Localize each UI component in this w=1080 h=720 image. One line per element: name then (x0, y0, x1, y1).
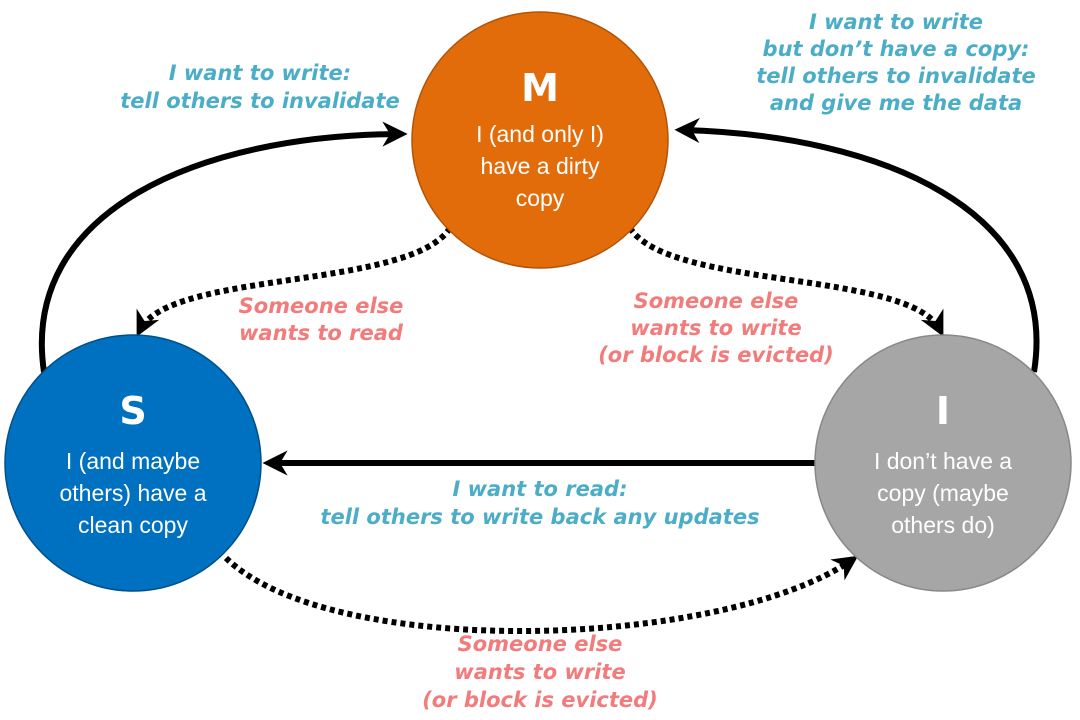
label-m-to-i-line-1: Someone else (634, 289, 799, 313)
label-m-to-i-line-2: wants to write (630, 316, 801, 340)
label-m-to-s-line-1: Someone else (239, 294, 404, 318)
label-s-to-m-line-2: tell others to invalidate (120, 89, 399, 113)
label-i-to-m-line-1: I want to write (809, 10, 983, 34)
state-m: M I (and only I) have a dirty copy (411, 11, 669, 269)
state-i-desc-line-2: copy (maybe (877, 480, 1009, 506)
state-s-desc-line-1: I (and maybe (66, 448, 200, 474)
state-s-desc-line-3: clean copy (78, 512, 188, 538)
label-m-to-s-line-2: wants to read (239, 321, 404, 345)
state-s-letter: S (119, 389, 146, 433)
state-i-letter: I (936, 389, 950, 433)
label-s-to-m-line-1: I want to write: (169, 61, 351, 85)
label-i-to-s-line-1: I want to read: (453, 477, 628, 501)
label-m-to-s: Someone else wants to read (239, 294, 404, 345)
state-m-letter: M (521, 66, 559, 110)
label-i-to-s-line-2: tell others to write back any updates (320, 505, 759, 529)
state-m-desc-line-3: copy (516, 185, 565, 211)
arrow-s-to-i (223, 555, 859, 635)
label-s-to-i: Someone else wants to write (or block is… (422, 632, 658, 712)
state-i-desc-line-1: I don’t have a (874, 448, 1012, 474)
arrow-i-to-m (674, 117, 1040, 373)
state-s-circle (4, 334, 262, 592)
arrow-m-to-i (627, 226, 944, 337)
label-i-to-m-line-2: but don’t have a copy: (763, 37, 1030, 61)
arrow-s-to-m (39, 121, 408, 373)
label-i-to-m: I want to write but don’t have a copy: t… (756, 10, 1035, 115)
label-m-to-i: Someone else wants to write (or block is… (598, 289, 834, 367)
label-i-to-m-line-3: tell others to invalidate (756, 64, 1035, 88)
label-s-to-i-line-1: Someone else (458, 632, 623, 656)
label-i-to-s: I want to read: tell others to write bac… (320, 477, 759, 529)
state-i-desc-line-3: others do) (891, 512, 995, 538)
state-i: I I don’t have a copy (maybe others do) (814, 334, 1072, 592)
label-i-to-m-line-4: and give me the data (770, 91, 1022, 115)
state-s-desc-line-2: others) have a (59, 480, 206, 506)
label-s-to-m: I want to write: tell others to invalida… (120, 61, 399, 113)
state-m-circle (411, 11, 669, 269)
label-m-to-i-line-3: (or block is evicted) (598, 343, 834, 367)
state-m-desc-line-2: have a dirty (481, 153, 600, 179)
state-m-desc-line-1: I (and only I) (476, 121, 604, 147)
state-s: S I (and maybe others) have a clean copy (4, 334, 262, 592)
label-s-to-i-line-3: (or block is evicted) (422, 688, 658, 712)
state-i-circle (814, 334, 1072, 592)
label-s-to-i-line-2: wants to write (454, 660, 625, 684)
